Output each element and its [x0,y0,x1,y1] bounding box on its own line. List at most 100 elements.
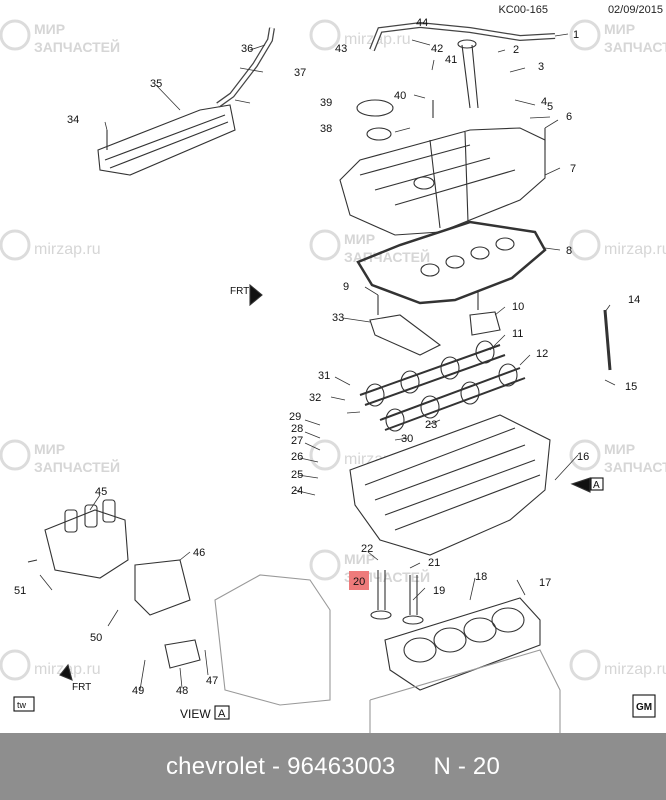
view-letter: A [218,708,226,720]
callout-14: 14 [628,294,640,306]
callout-29: 29 [289,411,301,423]
svg-text:ЗАПЧАСТЕЙ: ЗАПЧАСТЕЙ [344,248,430,265]
callout-27: 27 [291,435,303,447]
engine-block-view-a [214,574,331,706]
svg-text:МИР: МИР [604,21,635,37]
exhaust-valve [409,575,418,615]
part-caption-bar: chevrolet - 96463003 N - 20 [0,733,666,800]
callout-21: 21 [428,557,440,569]
watermark-tile: mirzap.ru [0,229,101,261]
callout-5: 5 [547,101,553,113]
callout-44: 44 [416,17,428,29]
callout-38: 38 [320,123,332,135]
callout-18: 18 [475,571,487,583]
diagram-date: 02/09/2015 [608,4,663,16]
svg-text:mirzap.ru: mirzap.ru [604,241,666,258]
pcv-hose [216,27,275,108]
callout-34: 34 [67,114,79,126]
callout-11: 11 [512,328,523,340]
view-arrow-letter: A [593,480,600,491]
intake-camshaft [379,367,526,431]
dipstick-tube [461,44,479,109]
callout-39: 39 [320,97,332,109]
frt-arrow-top [249,283,263,307]
spark-plug-seals [420,237,515,277]
svg-text:МИР: МИР [34,441,65,457]
highlighted-part-box [349,571,369,590]
exploded-parts-diagram: МИРЗАПЧАСТЕЙmirzap.ruМИРЗАПЧАСТЕЙmirzap.… [0,4,666,733]
callout-50: 50 [90,632,102,644]
resonator-cover [97,104,236,176]
callout-30: 30 [401,433,413,445]
svg-text:mirzap.ru: mirzap.ru [604,661,666,678]
callout-43: 43 [335,43,347,55]
cam-lobes [365,340,518,432]
oil-filler-cap [356,99,394,117]
callout-49: 49 [132,685,144,697]
callout-8: 8 [566,245,572,257]
gm-logo: GM [636,702,652,713]
valve-cover-ribs [359,131,516,229]
engine-block [369,649,561,733]
callout-37: 37 [294,67,306,79]
callout-35: 35 [150,78,162,90]
callout-16: 16 [577,451,589,463]
cylinder-head [349,414,551,556]
valve-cover [339,127,546,236]
frt-label-top: FRT [230,286,249,297]
callout-3: 3 [538,61,544,73]
exhaust-camshaft [359,344,506,406]
callout-20: 20 [353,576,365,588]
svg-text:МИР: МИР [344,231,375,247]
leader-lines [39,33,616,691]
callout-19: 19 [433,585,445,597]
callout-24: 24 [291,485,303,497]
head-gasket [384,597,541,691]
callout-2: 2 [513,44,519,56]
svg-text:МИР: МИР [604,441,635,457]
svg-text:ЗАПЧАСТЕЙ: ЗАПЧАСТЕЙ [604,38,666,55]
callout-23: 23 [425,419,437,431]
callout-7: 7 [570,163,576,175]
callout-42: 42 [431,43,443,55]
callout-1: 1 [573,29,579,41]
callout-51: 51 [14,585,26,597]
callout-33: 33 [332,312,344,324]
callout-17: 17 [539,577,551,589]
diagram-position: N - 20 [433,752,501,780]
svg-text:mirzap.ru: mirzap.ru [34,241,101,258]
coil-bracket [134,559,191,616]
bolts [27,100,612,563]
callout-25: 25 [291,469,303,481]
cam-position-sensor [164,639,201,669]
tw-badge: tw [17,700,27,710]
frt-label-bottom: FRT [72,682,91,693]
svg-text:ЗАПЧАСТЕЙ: ЗАПЧАСТЕЙ [34,458,120,475]
watermark-tile: mirzap.ru [569,649,666,681]
svg-text:ЗАПЧАСТЕЙ: ЗАПЧАСТЕЙ [604,458,666,475]
diagram-code: KC00-165 [498,4,548,16]
callout-9: 9 [343,281,349,293]
svg-text:МИР: МИР [34,21,65,37]
callout-28: 28 [291,423,303,435]
callout-41: 41 [445,54,457,66]
frt-arrow-bottom [59,663,73,681]
callout-36: 36 [241,43,253,55]
view-label: VIEW [180,707,211,721]
cam-cap-33 [369,314,442,356]
callout-46: 46 [193,547,205,559]
svg-text:ЗАПЧАСТЕЙ: ЗАПЧАСТЕЙ [34,38,120,55]
callout-31: 31 [318,370,330,382]
callout-32: 32 [309,392,321,404]
watermark-tile: mirzap.ru [569,229,666,261]
callout-10: 10 [512,301,524,313]
brand-part-number: chevrolet - 96463003 [165,752,396,780]
ignition-coil [44,509,129,579]
callout-12: 12 [536,348,548,360]
